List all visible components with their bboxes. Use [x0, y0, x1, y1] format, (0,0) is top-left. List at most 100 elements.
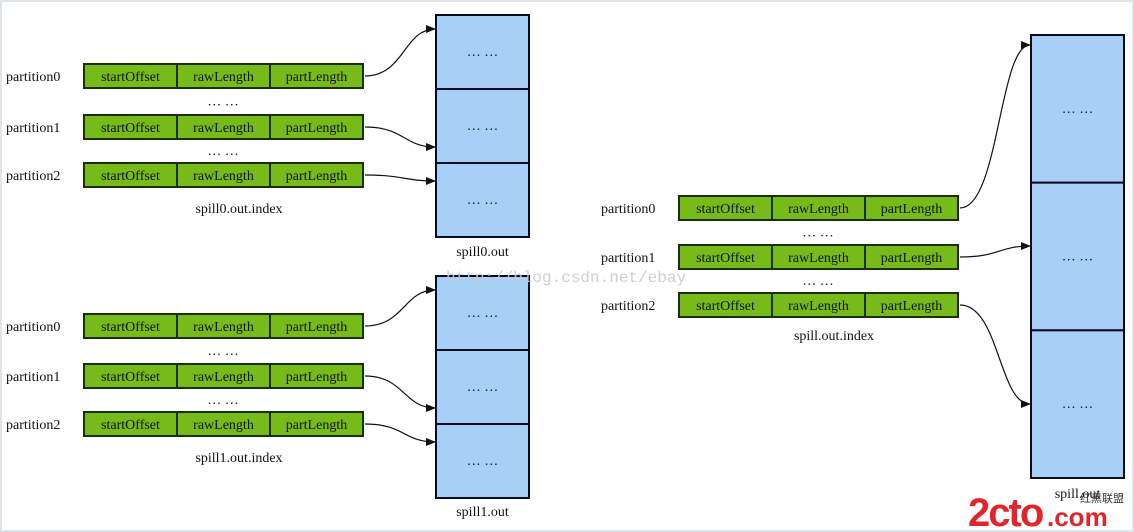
field-cell-2	[269, 162, 364, 188]
spill1-out-segment-0	[435, 275, 530, 351]
spill-merged-out-segment-2-label: … …	[1062, 397, 1094, 412]
field-label-2: partLength	[286, 418, 347, 433]
arrow-g0-p0	[364, 25, 436, 77]
field-label-2: partLength	[286, 70, 347, 85]
field-label-2: partLength	[286, 121, 347, 136]
spill0-index-row-1: partition1 startOffset rawLength partLength	[6, 114, 364, 140]
field-label-1: rawLength	[193, 418, 254, 433]
field-cell-1	[176, 363, 271, 389]
spill0-out: … … … … … … spill0.out	[435, 14, 530, 260]
field-label-2: partLength	[881, 299, 942, 314]
field-label-2: partLength	[286, 169, 347, 184]
field-cell-1	[176, 63, 271, 89]
field-label-0: startOffset	[101, 169, 160, 184]
field-cell-0	[678, 195, 773, 221]
field-cell-0	[678, 292, 773, 318]
spill1-index-caption: spill1.out.index	[195, 451, 282, 466]
field-label-1: rawLength	[788, 202, 849, 217]
field-cell-1	[176, 411, 271, 437]
spill-merged-out-segment-1-label: … …	[1062, 250, 1094, 265]
watermark-url: http://blog.csdn.net/ebay	[446, 269, 686, 287]
spill-merged-out-segment-2	[1030, 329, 1125, 480]
spill1-index-ellipsis-0: … …	[207, 344, 239, 359]
arrow-g1-p2	[364, 423, 436, 446]
spill0-index-ellipsis-0: … …	[207, 95, 239, 110]
field-cell-1	[176, 114, 271, 140]
spill0-out-caption: spill0.out	[456, 245, 509, 260]
arrow-g0-p2	[364, 174, 436, 185]
spill1-index-row-1: partition1 startOffset rawLength partLength	[6, 363, 364, 389]
field-cell-2	[864, 195, 959, 221]
field-label-0: startOffset	[696, 202, 755, 217]
logo-suffix: .com	[1047, 502, 1108, 532]
field-label-1: rawLength	[788, 251, 849, 266]
spill0-index-row-0: partition0 startOffset rawLength partLength	[6, 63, 364, 89]
field-cell-1	[176, 162, 271, 188]
field-cell-2	[269, 411, 364, 437]
spill0-out-segment-1	[435, 88, 530, 164]
spill0-index-ellipsis-1: … …	[207, 144, 239, 159]
spill1-out-segment-1-label: … …	[467, 380, 499, 395]
field-label-0: startOffset	[101, 370, 160, 385]
field-label-0: startOffset	[101, 418, 160, 433]
field-label-1: rawLength	[193, 70, 254, 85]
field-label-1: rawLength	[193, 169, 254, 184]
spill-merged-index-ellipsis-0: … …	[802, 226, 834, 241]
field-label-1: rawLength	[193, 320, 254, 335]
field-label-0: startOffset	[101, 121, 160, 136]
arrow-g1-p0	[364, 286, 436, 327]
field-cell-2	[864, 292, 959, 318]
spill1-index-ellipsis-1: … …	[207, 393, 239, 408]
field-cell-0	[83, 114, 178, 140]
arrow-g1-p1	[364, 375, 436, 412]
arrow-merged-p2	[959, 304, 1031, 408]
field-cell-1	[176, 313, 271, 339]
partition-label: partition1	[6, 121, 60, 136]
partition-label: partition0	[6, 70, 60, 85]
field-cell-2	[269, 363, 364, 389]
partition-label: partition2	[601, 299, 655, 314]
partition-label: partition0	[601, 202, 655, 217]
field-cell-0	[83, 411, 178, 437]
spill-merged-out-segment-1	[1030, 181, 1125, 332]
spill0-out-segment-2	[435, 162, 530, 238]
field-label-2: partLength	[881, 251, 942, 266]
logo-tag: 红黑联盟	[1080, 492, 1124, 505]
field-cell-2	[269, 63, 364, 89]
spill0-index: partition0 startOffset rawLength partLength…	[6, 63, 364, 217]
logo-text: 2cto	[968, 491, 1043, 532]
field-label-2: partLength	[286, 370, 347, 385]
arrow-g0-p1	[364, 126, 436, 151]
field-label-0: startOffset	[696, 299, 755, 314]
spill-merged-index-caption: spill.out.index	[794, 329, 874, 344]
spill0-out-segment-2-label: … …	[467, 193, 499, 208]
spill0-out-segment-0-label: … …	[467, 45, 499, 60]
spill1-out-segment-2-label: … …	[467, 454, 499, 469]
partition-label: partition2	[6, 418, 60, 433]
field-cell-0	[83, 363, 178, 389]
arrow-merged-p0	[959, 41, 1031, 209]
partition-label: partition1	[601, 251, 655, 266]
arrow-merged-p1	[959, 242, 1031, 258]
field-label-2: partLength	[881, 202, 942, 217]
out-files-layer: … … … … … … spill0.out … … … … … … spill1.out … …	[435, 14, 1125, 520]
spill1-out-caption: spill1.out	[456, 505, 509, 520]
spill1-out-segment-2	[435, 423, 530, 499]
field-label-1: rawLength	[193, 370, 254, 385]
partition-label: partition1	[6, 370, 60, 385]
spill1-out: … …… …… …spill1.out	[435, 275, 530, 520]
spill-merged-index-row-0: partition0 startOffset rawLength partLength	[601, 195, 959, 221]
spill0-out-segment-1-label: … …	[467, 119, 499, 134]
spill-merged-index: partition0 startOffset rawLength partLength…	[601, 195, 959, 344]
field-label-0: startOffset	[101, 70, 160, 85]
spill1-out-segment-1	[435, 349, 530, 425]
field-label-1: rawLength	[193, 121, 254, 136]
